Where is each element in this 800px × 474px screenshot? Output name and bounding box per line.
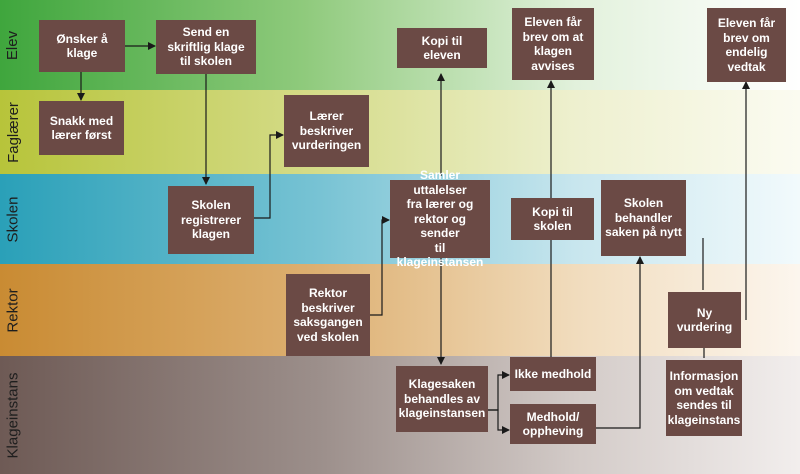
lane-label-klageinstans: Klageinstans bbox=[0, 356, 26, 474]
lane-label-faglaerer: Faglærer bbox=[0, 90, 26, 174]
lane-label-skolen: Skolen bbox=[0, 174, 26, 264]
box-samler-uttalelser: Samler uttalelser fra lærer og rektor og… bbox=[390, 168, 490, 269]
lane-title-rektor: Rektor bbox=[4, 287, 22, 333]
lane-rektor: Rektor bbox=[0, 264, 800, 356]
lane-title-faglaerer: Faglærer bbox=[4, 101, 22, 163]
lane-label-rektor: Rektor bbox=[0, 264, 26, 356]
lane-title-skolen: Skolen bbox=[4, 196, 22, 242]
lane-title-klageinstans: Klageinstans bbox=[4, 372, 22, 458]
box-rektor-beskriver: Rektor beskriver saksgangen ved skolen bbox=[286, 274, 370, 356]
box-informasjon: Informasjon om vedtak sendes til klagein… bbox=[666, 360, 742, 436]
box-behandler-nytt: Skolen behandler saken på nytt bbox=[601, 180, 686, 256]
box-kopi-eleven: Kopi til eleven bbox=[397, 28, 487, 68]
box-kopi-skolen: Kopi til skolen bbox=[511, 198, 594, 240]
box-send-klage: Send en skriftlig klage til skolen bbox=[156, 20, 256, 74]
lane-label-elev: Elev bbox=[0, 0, 26, 90]
box-klagesaken: Klagesaken behandles av klageinstansen bbox=[396, 366, 488, 432]
box-onsker-klage: Ønsker å klage bbox=[39, 20, 125, 72]
box-skolen-registrerer: Skolen registrerer klagen bbox=[168, 186, 254, 254]
box-laerer-beskriver: Lærer beskriver vurderingen bbox=[284, 95, 369, 167]
box-brev-vedtak: Eleven får brev om endelig vedtak bbox=[707, 8, 786, 82]
box-brev-avvises: Eleven får brev om at klagen avvises bbox=[512, 8, 594, 80]
box-medhold: Medhold/ oppheving bbox=[510, 404, 596, 444]
box-snakk-laerer: Snakk med lærer først bbox=[39, 101, 124, 155]
box-ikke-medhold: Ikke medhold bbox=[510, 357, 596, 391]
lane-title-elev: Elev bbox=[4, 30, 22, 60]
lane-faglaerer: Faglærer bbox=[0, 90, 800, 174]
box-ny-vurdering: Ny vurdering bbox=[668, 292, 741, 348]
